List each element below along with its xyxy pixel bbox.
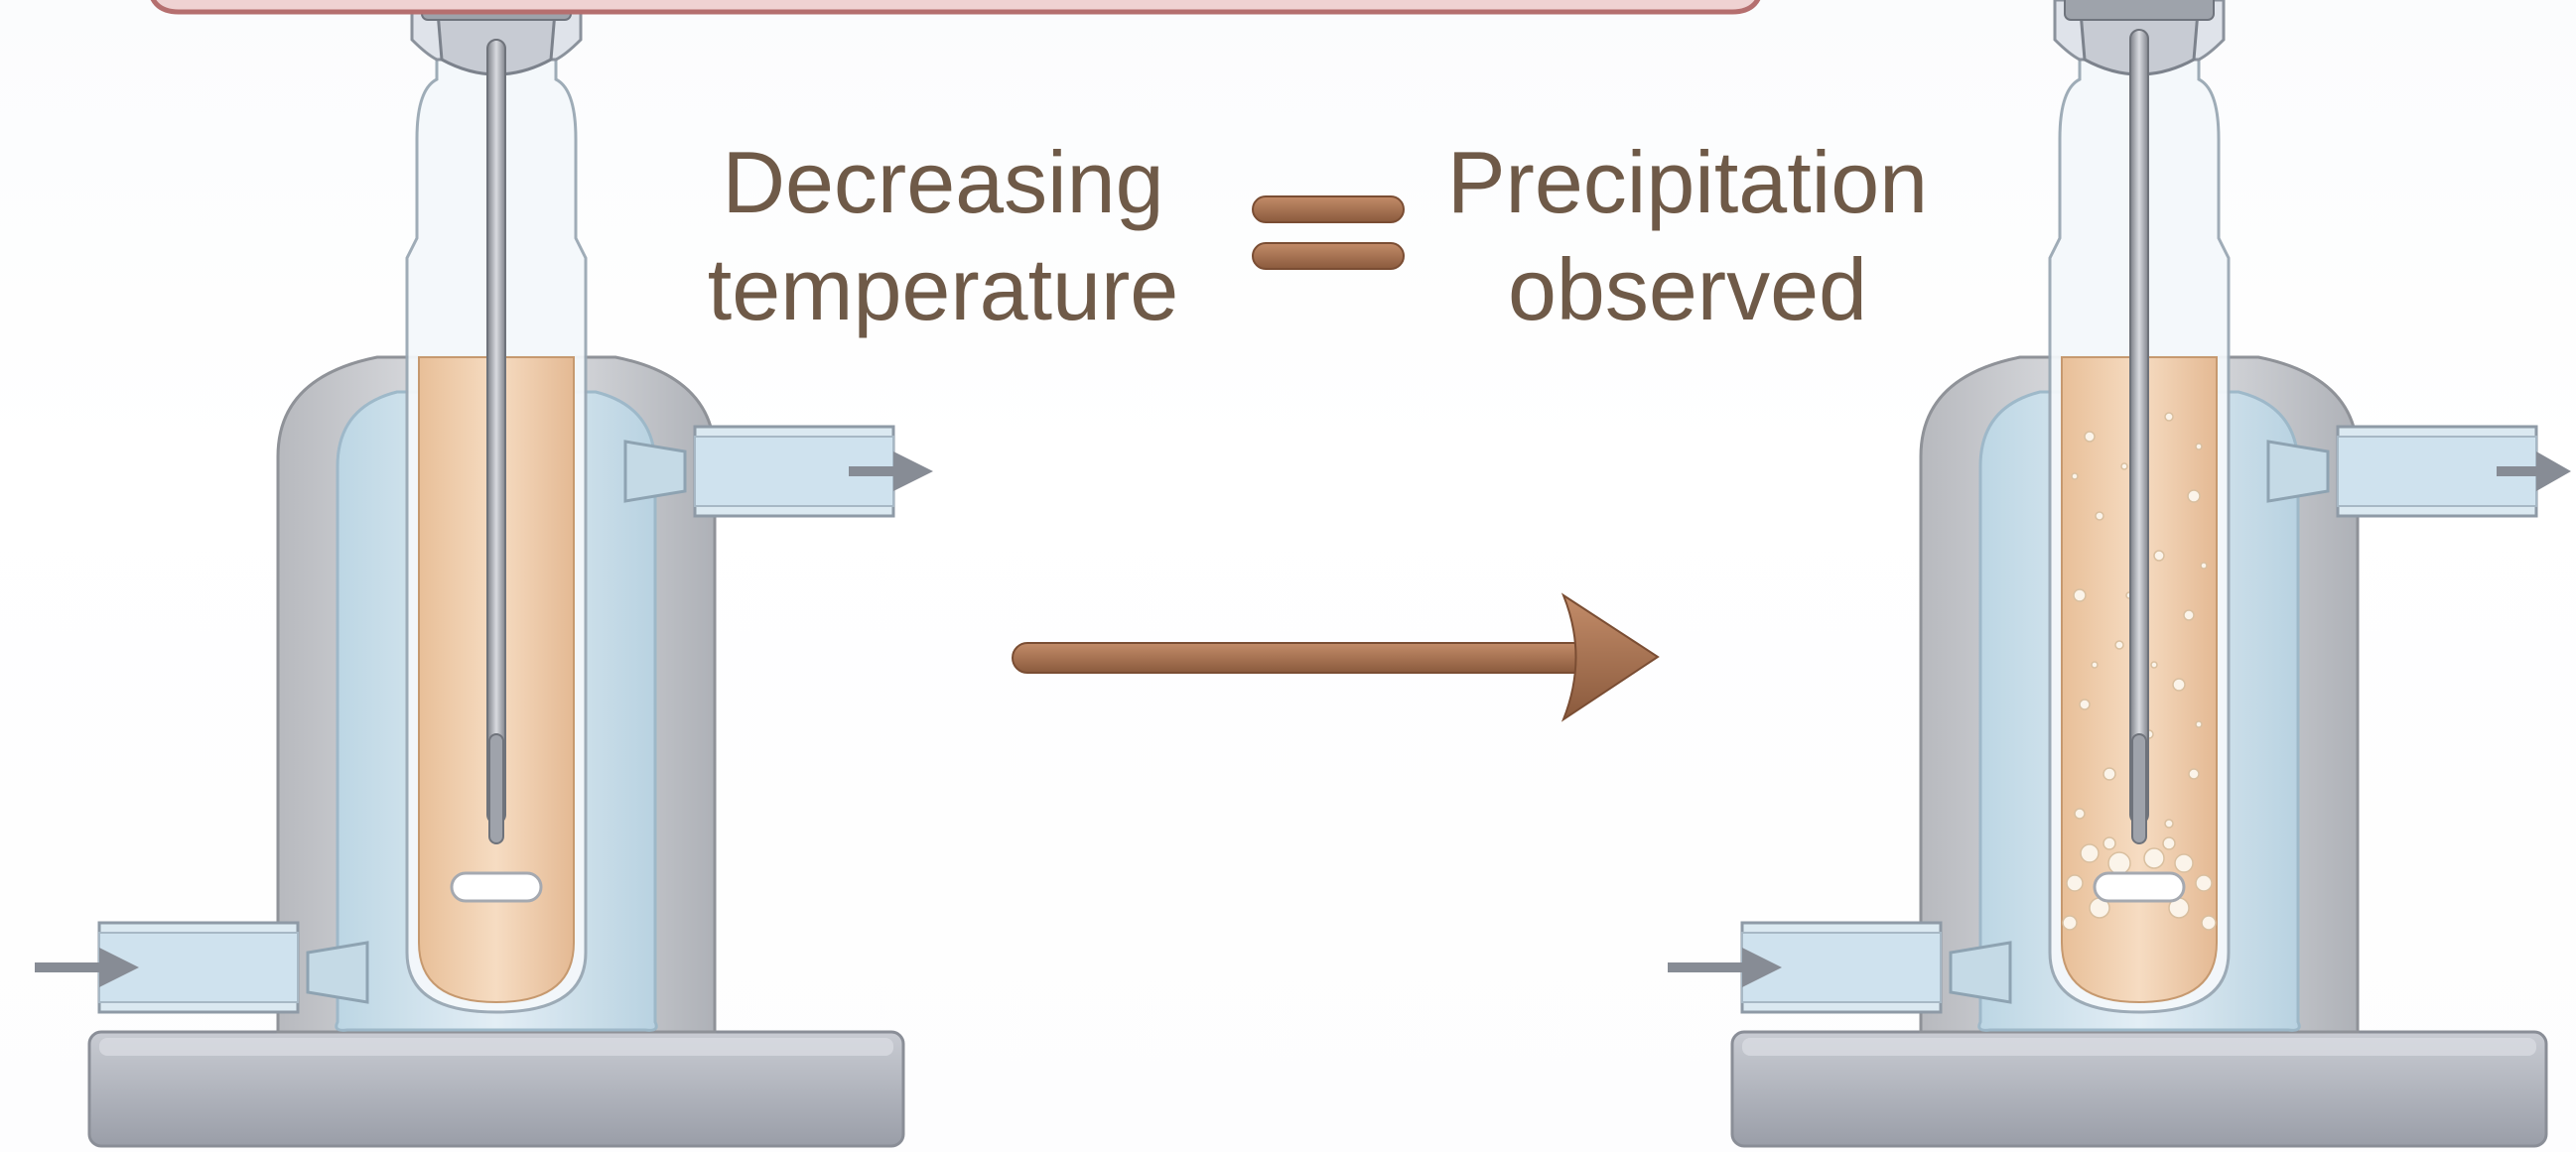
title-banner <box>150 0 1761 15</box>
effect-label: Precipitation observed <box>1429 129 1946 343</box>
cause-label: Decreasing temperature <box>685 129 1201 343</box>
cause-label-line-1: Decreasing <box>722 133 1164 231</box>
coolant-out-arrow-right <box>2497 451 2571 491</box>
precipitate-particles <box>2062 412 2217 931</box>
coolant-out-arrow-left <box>849 451 933 491</box>
cause-label-line-2: temperature <box>707 240 1179 338</box>
effect-label-line-2: observed <box>1507 240 1867 338</box>
coolant-in-arrow-right <box>1668 948 1782 987</box>
reactor-after <box>1668 0 2571 1148</box>
effect-label-line-1: Precipitation <box>1446 133 1929 231</box>
right-arrow-icon <box>1012 592 1660 722</box>
coolant-in-arrow-left <box>35 948 139 987</box>
reactor-before <box>35 0 933 1148</box>
equals-sign-icon <box>1252 195 1405 270</box>
